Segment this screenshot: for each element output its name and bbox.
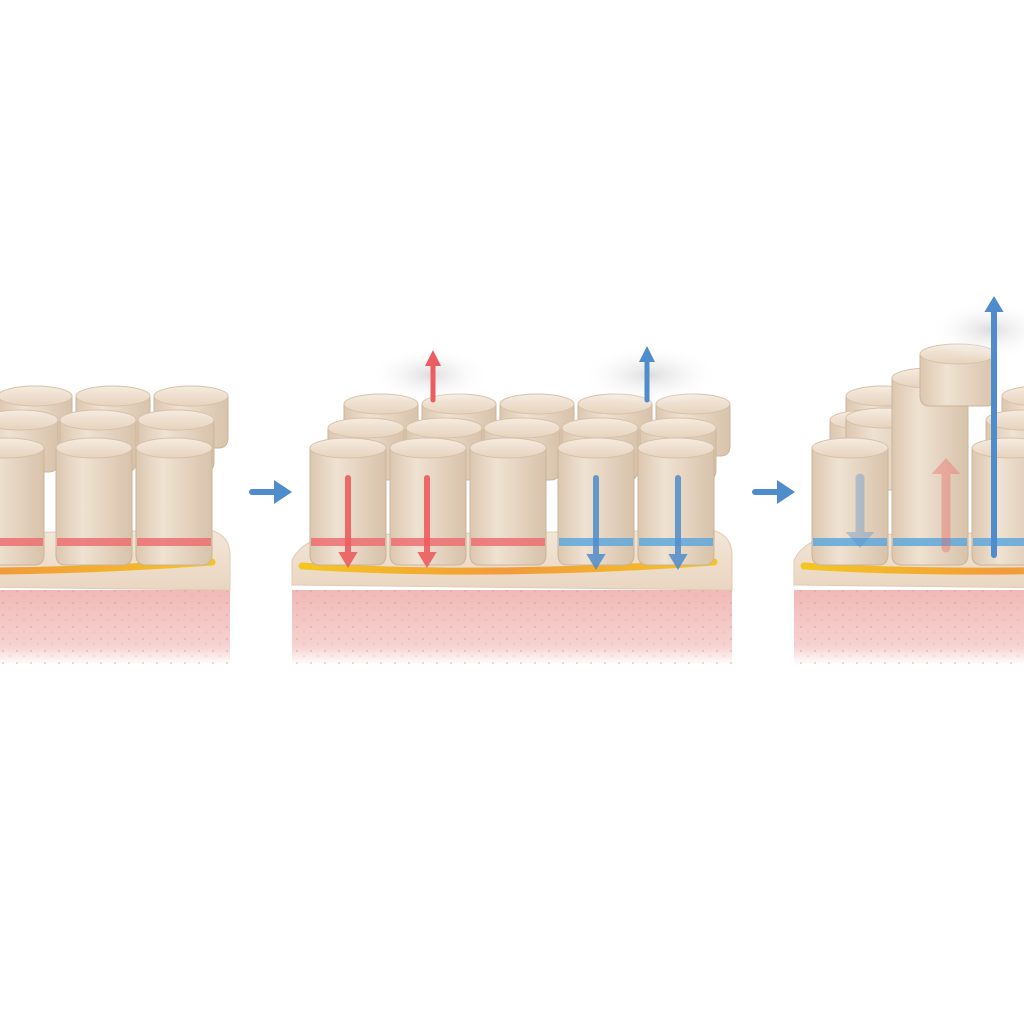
panel-1-front-cell-4 xyxy=(55,437,133,566)
panel-2-mid-cell-3-top xyxy=(483,417,561,439)
panel-1-mid-cell-5-top xyxy=(137,409,215,431)
panel-2-mid-cell-1-top xyxy=(327,417,405,439)
panel-3-basement-membrane xyxy=(800,562,1024,575)
panel-2-arrow-blue-down-1-head xyxy=(586,554,606,570)
panel-2-front-cell-5-top xyxy=(637,437,715,459)
panel-2-mid-cell-5-top xyxy=(639,417,717,439)
panel-2-arrow-red-down-2-head xyxy=(417,552,437,568)
panel-1-front-cell-5-junction xyxy=(137,538,211,546)
panel-2-haze-left xyxy=(370,347,490,403)
panel-3-arrow-blue-long xyxy=(984,296,1004,558)
panel-2-front-cell-1-top xyxy=(309,437,387,459)
panel-2-mid-cell-2-top xyxy=(405,417,483,439)
panel-3-front-cell-2-body xyxy=(891,378,969,566)
panel-2-haze-right xyxy=(580,345,720,405)
panel-1-front-cell-5-top xyxy=(135,437,213,459)
panel-2-arrow-blue-down-2 xyxy=(668,475,688,570)
panel-1-front-cell-3 xyxy=(0,437,45,566)
panel-2-arrow-blue-down-1 xyxy=(586,475,606,570)
panel-2-front-cell-3-body xyxy=(469,448,547,566)
panel-1-mid-cell-4-top xyxy=(59,409,137,431)
panel-3-arrow-red-faint xyxy=(931,458,961,553)
panel-3-arrow-blue-long-head xyxy=(984,296,1004,312)
panel-2-arrow-blue-down-2-head xyxy=(668,554,688,570)
panel-3-front-cell-3-top xyxy=(971,437,1024,459)
panel-2-arrow-red-up xyxy=(425,350,441,403)
process-arrow-2 xyxy=(752,480,795,504)
panel-1-front-cell-3-body xyxy=(0,448,45,566)
process-arrow-2-head xyxy=(777,480,795,504)
panel-2-front-cell-3 xyxy=(469,437,547,566)
panel-2-front-cell-3-top xyxy=(469,437,547,459)
panel-3-front-cell-1-body xyxy=(811,448,889,566)
panel-1-back-cell-3-top xyxy=(0,385,73,407)
panel-3-front-cell-3 xyxy=(971,437,1024,566)
panel-1-back-cell-5-top xyxy=(153,385,229,407)
panel-3-arrow-blue-faint-head xyxy=(845,532,875,548)
panel-2-arrow-red-down-1 xyxy=(338,475,358,568)
panel-1-mid-cell-3-top xyxy=(0,409,59,431)
panel-1-front-cell-3-top xyxy=(0,437,45,459)
panel-3-arrow-blue-faint xyxy=(845,473,875,548)
panel-1-front-cell-5 xyxy=(135,437,213,566)
panel-1-front-cell-4-junction xyxy=(57,538,131,546)
panel-3-back-cell-3-top xyxy=(1001,386,1024,406)
panel-2-front-cell-4-top xyxy=(557,437,635,459)
panel-3-stroma-texture xyxy=(794,590,1024,665)
panel-1 xyxy=(0,385,231,665)
panel-2-arrow-red-down-2 xyxy=(417,475,437,568)
panel-3-front-cell-1-junction xyxy=(813,538,887,546)
panel-2-arrow-red-up-head xyxy=(425,350,441,366)
panel-3-front-cell-3-junction xyxy=(973,538,1024,546)
panel-2-mid-cell-4-top xyxy=(561,417,639,439)
panel-1-front-cell-5-body xyxy=(135,448,213,566)
panel-3-haze xyxy=(930,300,1024,360)
panel-3-front-cell-1 xyxy=(811,437,889,566)
panel-3-arrow-red-faint-head xyxy=(931,458,961,474)
panel-3 xyxy=(793,296,1024,665)
panel-2 xyxy=(291,345,733,665)
panel-1-basement-membrane xyxy=(0,558,216,575)
panel-3-front-cell-2-junction xyxy=(893,538,967,546)
process-arrow-1-head xyxy=(274,480,292,504)
panel-1-front-cell-4-top xyxy=(55,437,133,459)
panel-2-stroma-texture xyxy=(292,590,732,665)
panel-3-front-cell-3-body xyxy=(971,448,1024,566)
panel-2-arrow-blue-up xyxy=(639,346,655,403)
panel-2-front-cell-2-top xyxy=(389,437,467,459)
panel-2-back-cell-3-top xyxy=(499,393,575,415)
panel-1-front-cell-3-junction xyxy=(0,538,43,546)
panel-1-stroma-texture xyxy=(0,590,230,665)
panel-2-arrow-blue-up-head xyxy=(639,346,655,362)
panel-2-basement-membrane xyxy=(298,558,718,575)
panel-2-arrow-red-down-1-head xyxy=(338,552,358,568)
panel-1-back-cell-4-top xyxy=(75,385,151,407)
panel-3-front-cell-1-top xyxy=(811,437,889,459)
process-arrow-1 xyxy=(249,480,292,504)
panel-1-front-cell-4-body xyxy=(55,448,133,566)
panel-2-front-cell-3-junction xyxy=(471,538,545,546)
